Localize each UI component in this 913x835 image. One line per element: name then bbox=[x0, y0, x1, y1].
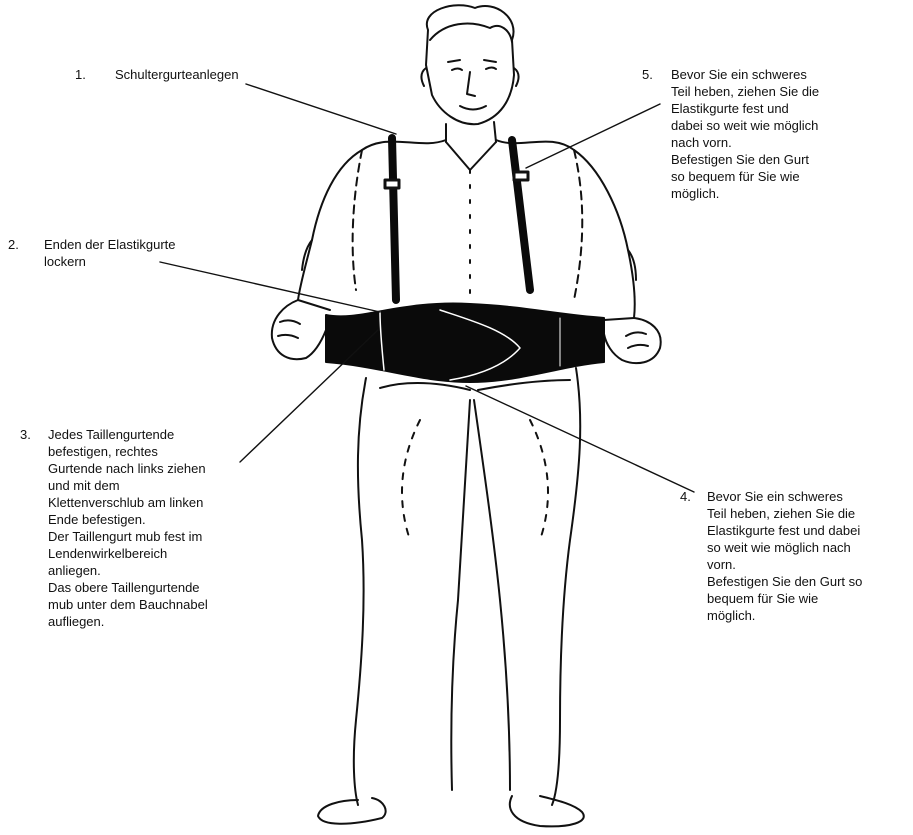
trousers bbox=[354, 368, 580, 805]
callout-1: 1. Schultergurteanlegen bbox=[75, 66, 239, 83]
callout-3-line: Gurtende nach links ziehen bbox=[48, 460, 208, 477]
callout-5: 5. Bevor Sie ein schweres Teil heben, zi… bbox=[642, 66, 819, 202]
callout-3-line: mub unter dem Bauchnabel bbox=[48, 596, 208, 613]
leader-line-3 bbox=[240, 330, 378, 462]
callout-5-number: 5. bbox=[642, 66, 653, 83]
callout-leader-lines bbox=[160, 84, 694, 492]
callout-3-line: Jedes Taillengurtende bbox=[48, 426, 208, 443]
head bbox=[421, 5, 518, 142]
callout-4-line: Bevor Sie ein schweres bbox=[707, 488, 862, 505]
callout-5-line: Bevor Sie ein schweres bbox=[671, 66, 819, 83]
callout-1-number: 1. bbox=[75, 66, 86, 83]
callout-3-line: Lendenwirkelbereich bbox=[48, 545, 208, 562]
callout-3-line: und mit dem bbox=[48, 477, 208, 494]
leader-line-1 bbox=[246, 84, 396, 134]
callout-2: 2. Enden der Elastikgurte lockern bbox=[8, 236, 176, 270]
shirt bbox=[298, 140, 636, 320]
callout-3: 3. Jedes Taillengurtende befestigen, rec… bbox=[20, 426, 208, 630]
callout-2-number: 2. bbox=[8, 236, 19, 253]
callout-5-line: dabei so weit wie möglich bbox=[671, 117, 819, 134]
callout-3-line: Ende befestigen. bbox=[48, 511, 208, 528]
callout-3-line: Das obere Taillengurtende bbox=[48, 579, 208, 596]
callout-5-line: Teil heben, ziehen Sie die bbox=[671, 83, 819, 100]
callout-4-line: Elastikgurte fest und dabei bbox=[707, 522, 862, 539]
back-support-belt bbox=[326, 304, 604, 382]
callout-4-number: 4. bbox=[680, 488, 691, 505]
leader-line-5 bbox=[526, 104, 660, 168]
callout-5-line: Befestigen Sie den Gurt bbox=[671, 151, 819, 168]
leader-line-2 bbox=[160, 262, 380, 312]
callout-4-line: so weit wie möglich nach bbox=[707, 539, 862, 556]
callout-5-line: nach vorn. bbox=[671, 134, 819, 151]
callout-4: 4. Bevor Sie ein schweres Teil heben, zi… bbox=[680, 488, 862, 624]
callout-2-line: lockern bbox=[44, 253, 176, 270]
shoes bbox=[318, 796, 584, 826]
callout-5-line: Elastikgurte fest und bbox=[671, 100, 819, 117]
callout-4-line: möglich. bbox=[707, 607, 862, 624]
callout-4-line: bequem für Sie wie bbox=[707, 590, 862, 607]
shoulder-straps bbox=[385, 138, 530, 300]
callout-5-line: möglich. bbox=[671, 185, 819, 202]
callout-3-line: aufliegen. bbox=[48, 613, 208, 630]
callout-2-line: Enden der Elastikgurte bbox=[44, 236, 176, 253]
callout-3-line: Klettenverschlub am linken bbox=[48, 494, 208, 511]
callout-4-line: vorn. bbox=[707, 556, 862, 573]
callout-1-line: Schultergurteanlegen bbox=[115, 66, 239, 83]
callout-3-number: 3. bbox=[20, 426, 31, 443]
callout-4-line: Befestigen Sie den Gurt so bbox=[707, 573, 862, 590]
callout-3-line: befestigen, rechtes bbox=[48, 443, 208, 460]
callout-4-line: Teil heben, ziehen Sie die bbox=[707, 505, 862, 522]
callout-3-line: Der Taillengurt mub fest im bbox=[48, 528, 208, 545]
callout-5-line: so bequem für Sie wie bbox=[671, 168, 819, 185]
callout-3-line: anliegen. bbox=[48, 562, 208, 579]
